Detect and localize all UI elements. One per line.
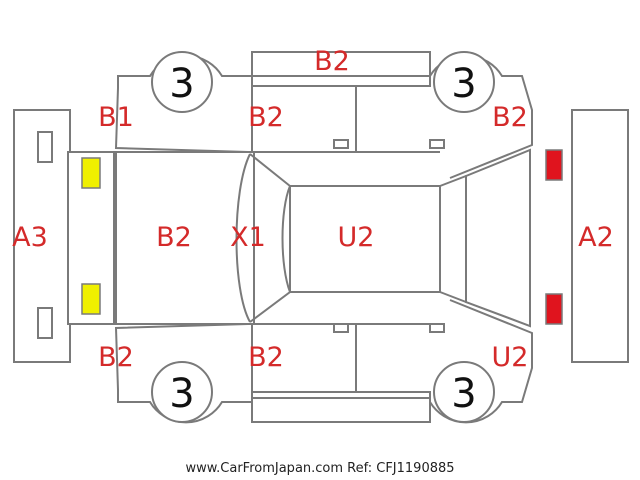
front-light-top (81, 157, 101, 189)
front-light-bottom (81, 283, 101, 315)
code-front-left-fender: B1 (98, 102, 134, 133)
code-rear-right-quarter: U2 (492, 342, 529, 373)
rear-light-top (545, 149, 563, 181)
tyre-front-right-value: 3 (169, 371, 194, 417)
code-front-right-fender: B2 (98, 342, 134, 373)
tyre-rear-right: 3 (433, 361, 495, 423)
tyre-front-left: 3 (151, 51, 213, 113)
bottom-side-skirt (251, 397, 431, 423)
code-roof: U2 (338, 222, 375, 253)
footer-reference: www.CarFromJapan.com Ref: CFJ1190885 (185, 461, 454, 476)
top-side-skirt (251, 51, 431, 77)
car-top-view (67, 148, 531, 328)
code-rear-bumper: A2 (578, 222, 614, 253)
code-windshield: X1 (230, 222, 266, 253)
code-front-left-door: B2 (248, 102, 284, 133)
code-roof-top: B2 (314, 46, 350, 77)
rear-light-bottom (545, 293, 563, 325)
tyre-rear-left: 3 (433, 51, 495, 113)
code-rear-left-quarter: B2 (492, 102, 528, 133)
left-side-profile (114, 54, 533, 179)
tyre-front-left-value: 3 (169, 61, 194, 107)
tyre-front-right: 3 (151, 361, 213, 423)
rear-bumper (571, 109, 629, 363)
code-front-bumper: A3 (12, 222, 48, 253)
tyre-rear-left-value: 3 (451, 61, 476, 107)
tyre-rear-right-value: 3 (451, 371, 476, 417)
code-hood: B2 (156, 222, 192, 253)
front-bumper (13, 109, 71, 363)
code-front-right-door: B2 (248, 342, 284, 373)
